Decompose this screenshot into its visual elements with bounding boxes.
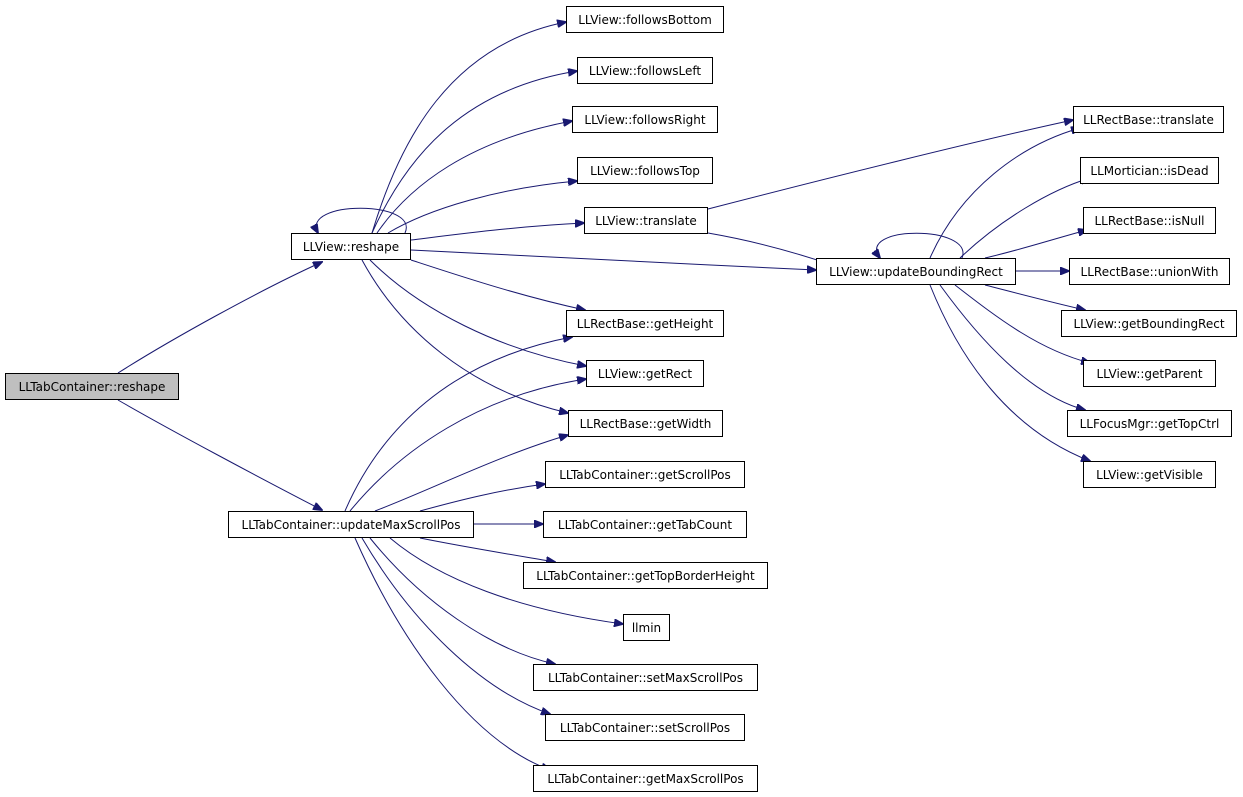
node-llview-getrect[interactable]: LLView::getRect	[586, 360, 704, 387]
edge-ubr-to-getboundingrect	[984, 284, 1085, 310]
edge-reshape-to-followsleft	[371, 71, 577, 234]
node-llfocusmgr-gettopctrl[interactable]: LLFocusMgr::getTopCtrl	[1067, 410, 1232, 437]
edge-umsp-to-getwidth	[374, 435, 568, 512]
edge-reshape-to-self	[316, 207, 407, 233]
edge-reshape-to-getrect	[369, 259, 586, 366]
edge-reshape-to-translate	[410, 223, 584, 241]
node-llview-getboundingrect[interactable]: LLView::getBoundingRect	[1061, 310, 1237, 337]
edge-umsp-to-setmaxscrollpos	[369, 537, 555, 664]
edge-reshape-to-followsbottom	[371, 22, 566, 234]
node-llrectbase-isnull[interactable]: LLRectBase::isNull	[1083, 207, 1216, 234]
node-lltabcontainer-reshape: LLTabContainer::reshape	[5, 373, 179, 400]
node-llview-getvisible[interactable]: LLView::getVisible	[1083, 461, 1216, 488]
node-llview-reshape[interactable]: LLView::reshape	[291, 233, 411, 260]
edge-reshape-to-getheight	[410, 259, 585, 310]
edge-ubr-to-getvisible	[929, 284, 1090, 461]
node-llmin[interactable]: llmin	[623, 614, 670, 641]
node-lltabcontainer-getmaxscrollpos[interactable]: LLTabContainer::getMaxScrollPos	[533, 765, 758, 792]
edge-reshape-to-updateboundingrect	[410, 249, 816, 270]
edge-reshape-to-followsright	[376, 121, 572, 234]
node-llview-updateboundingrect[interactable]: LLView::updateBoundingRect	[816, 258, 1016, 285]
edge-ubr-to-isnull	[984, 230, 1087, 259]
node-llview-getparent[interactable]: LLView::getParent	[1083, 360, 1216, 387]
node-lltabcontainer-getscrollpos[interactable]: LLTabContainer::getScrollPos	[545, 461, 745, 488]
edge-reshape-to-getwidth	[361, 259, 568, 413]
edge-umsp-to-getmaxscrollpos	[354, 537, 550, 770]
node-llview-followsbottom[interactable]: LLView::followsBottom	[566, 6, 724, 33]
node-llrectbase-unionwith[interactable]: LLRectBase::unionWith	[1069, 258, 1230, 285]
node-lltabcontainer-setscrollpos[interactable]: LLTabContainer::setScrollPos	[545, 714, 745, 741]
node-lltabcontainer-setmaxscrollpos[interactable]: LLTabContainer::setMaxScrollPos	[533, 664, 758, 691]
node-llview-translate[interactable]: LLView::translate	[584, 207, 708, 234]
node-llview-followsright[interactable]: LLView::followsRight	[572, 106, 718, 133]
edge-umsp-to-getrect	[349, 379, 586, 512]
edge-root-to-updatemaxscrollpos	[117, 399, 322, 510]
node-llrectbase-getwidth[interactable]: LLRectBase::getWidth	[568, 410, 723, 437]
node-llrectbase-translate[interactable]: LLRectBase::translate	[1073, 106, 1224, 133]
node-lltabcontainer-gettopborderheight[interactable]: LLTabContainer::getTopBorderHeight	[523, 562, 768, 589]
edge-ubr-to-rectbasetranslate	[929, 128, 1080, 259]
edge-umsp-to-llmin	[389, 537, 623, 624]
edge-root-to-reshape	[117, 262, 322, 374]
edge-ubr-to-isdead	[959, 178, 1090, 259]
edge-umsp-to-gettopborderheight	[419, 537, 555, 562]
node-lltabcontainer-updatemaxscrollpos[interactable]: LLTabContainer::updateMaxScrollPos	[228, 511, 474, 538]
node-llrectbase-getheight[interactable]: LLRectBase::getHeight	[566, 310, 724, 337]
edge-umsp-to-getscrollpos	[419, 484, 545, 512]
node-llview-followstop[interactable]: LLView::followsTop	[577, 157, 713, 184]
edge-umsp-to-getheight	[344, 337, 572, 512]
node-llview-followsleft[interactable]: LLView::followsLeft	[577, 57, 713, 84]
edge-ubr-to-gettopctrl	[939, 284, 1085, 410]
edge-ubr-to-getparent	[954, 284, 1090, 363]
edge-umsp-to-setscrollpos	[361, 537, 550, 714]
edge-translate-to-rectbasetranslate	[707, 120, 1073, 210]
edge-ubr-to-self	[877, 232, 964, 258]
node-lltabcontainer-gettabcount[interactable]: LLTabContainer::getTabCount	[543, 511, 747, 538]
node-llmortician-isdead[interactable]: LLMortician::isDead	[1080, 157, 1219, 184]
edge-reshape-to-followstop	[387, 181, 577, 234]
